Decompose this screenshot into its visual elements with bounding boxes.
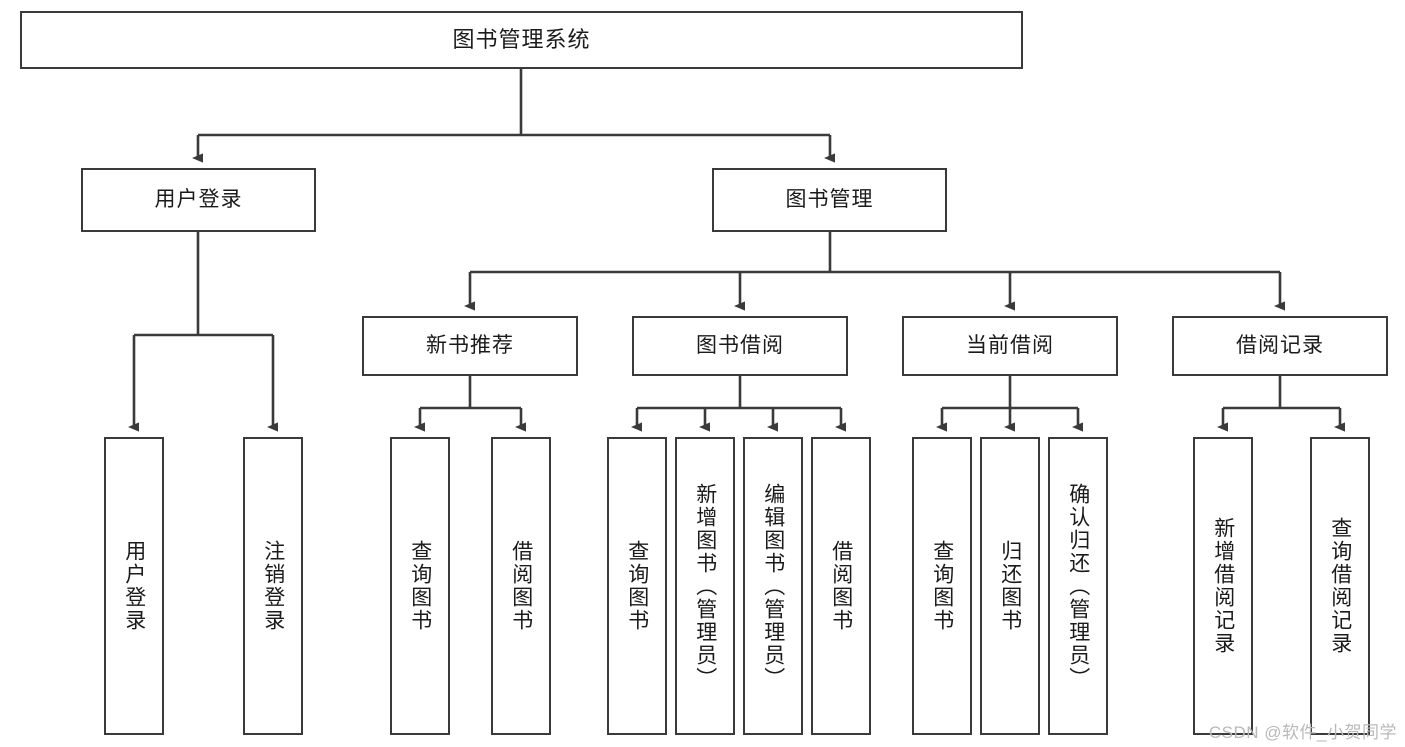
node-label: 确认归还（管理员） (1066, 482, 1090, 690)
node-root-system[interactable]: 图书管理系统 (20, 11, 1023, 69)
node-label: 用户登录 (122, 540, 146, 632)
leaf-record-query-borrow-record[interactable]: 查询借阅记录 (1310, 437, 1370, 735)
node-label: 图书借阅 (696, 334, 784, 358)
leaf-user-login[interactable]: 用户登录 (104, 437, 164, 735)
node-book-borrowing[interactable]: 图书借阅 (632, 316, 848, 376)
node-label: 图书管理系统 (452, 26, 591, 52)
leaf-borrow-borrow-book[interactable]: 借阅图书 (811, 437, 871, 735)
node-label: 编辑图书（管理员） (761, 482, 785, 690)
node-label: 查询图书 (408, 540, 432, 632)
node-user-login[interactable]: 用户登录 (81, 168, 316, 232)
node-label: 用户登录 (154, 188, 243, 212)
leaf-current-confirm-return-admin[interactable]: 确认归还（管理员） (1048, 437, 1108, 735)
node-label: 查询图书 (625, 540, 649, 632)
node-label: 当前借阅 (966, 334, 1054, 358)
node-label: 新书推荐 (426, 334, 514, 358)
node-current-borrowing[interactable]: 当前借阅 (902, 316, 1118, 376)
node-label: 借阅图书 (509, 540, 533, 632)
leaf-user-logout[interactable]: 注销登录 (243, 437, 303, 735)
leaf-record-add-borrow-record[interactable]: 新增借阅记录 (1193, 437, 1253, 735)
leaf-current-return-book[interactable]: 归还图书 (980, 437, 1040, 735)
node-new-book-recommendation[interactable]: 新书推荐 (362, 316, 578, 376)
node-label: 借阅图书 (829, 540, 853, 632)
leaf-current-query-book[interactable]: 查询图书 (912, 437, 972, 735)
node-book-management[interactable]: 图书管理 (712, 168, 947, 232)
leaf-borrow-edit-book-admin[interactable]: 编辑图书（管理员） (743, 437, 803, 735)
node-label: 新增图书（管理员） (693, 482, 717, 690)
node-label: 查询借阅记录 (1328, 517, 1352, 655)
node-label: 注销登录 (261, 540, 285, 632)
leaf-borrow-query-book[interactable]: 查询图书 (607, 437, 667, 735)
node-label: 查询图书 (930, 540, 954, 632)
leaf-recommend-borrow-book[interactable]: 借阅图书 (491, 437, 551, 735)
node-label: 图书管理 (785, 188, 874, 212)
node-label: 归还图书 (998, 540, 1022, 632)
node-borrowing-records[interactable]: 借阅记录 (1172, 316, 1388, 376)
leaf-borrow-add-book-admin[interactable]: 新增图书（管理员） (675, 437, 735, 735)
node-label: 借阅记录 (1236, 334, 1324, 358)
leaf-recommend-query-book[interactable]: 查询图书 (390, 437, 450, 735)
node-label: 新增借阅记录 (1211, 517, 1235, 655)
